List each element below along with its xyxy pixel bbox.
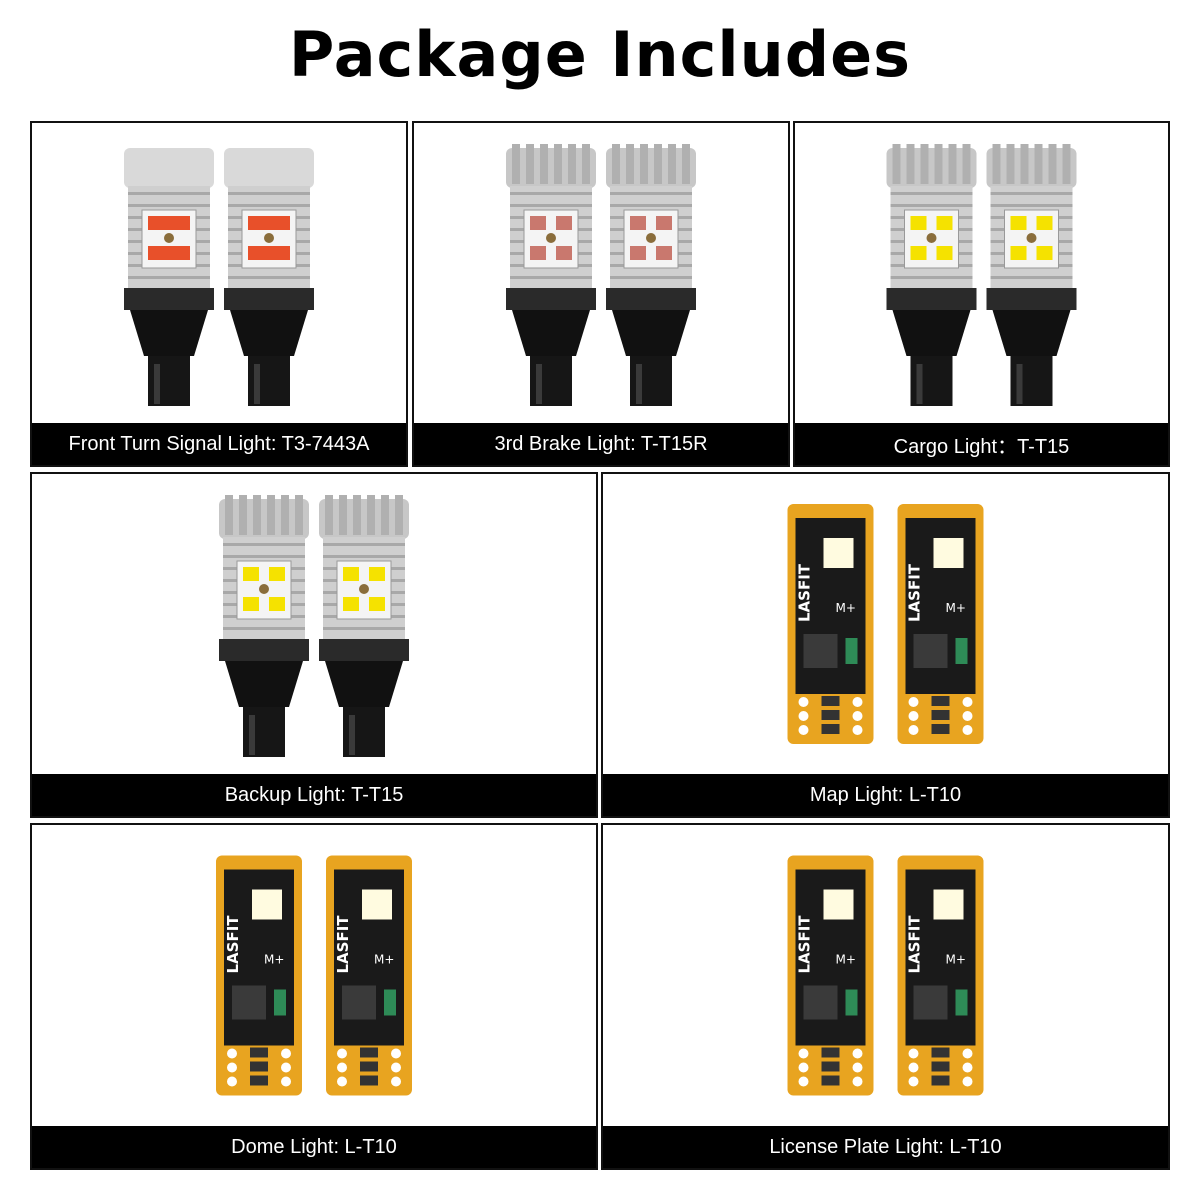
product-caption: Cargo Light：T-T15	[795, 423, 1168, 465]
wedge-bulb-icon	[414, 123, 788, 423]
page-title: Package Includes	[288, 18, 912, 91]
product-caption: License Plate Light: L-T10	[603, 1126, 1168, 1168]
wedge-bulb-icon	[795, 123, 1168, 423]
svg-text:M+: M+	[946, 601, 966, 615]
wedge-bulb-icon	[32, 123, 406, 423]
product-caption: Front Turn Signal Light: T3-7443A	[32, 423, 406, 465]
product-caption: Map Light: L-T10	[603, 774, 1168, 816]
svg-text:M+: M+	[836, 601, 856, 615]
product-card-backup-light: Backup Light: T-T15	[30, 472, 598, 818]
product-caption: Dome Light: L-T10	[32, 1126, 596, 1168]
svg-text:LASFIT: LASFIT	[906, 563, 924, 622]
product-card-license-plate-light: LASFIT M+ LASFIT M+ License Plate Light: L-…	[601, 823, 1170, 1170]
product-card-3rd-brake-light: 3rd Brake Light: T-T15R	[412, 121, 790, 467]
wedge-bulb-icon	[32, 474, 596, 774]
svg-text:M+: M+	[836, 953, 856, 967]
svg-text:M+: M+	[946, 953, 966, 967]
svg-text:M+: M+	[264, 953, 284, 967]
t10-bulb-icon: LASFIT M+ LASFIT M+	[603, 474, 1168, 774]
svg-text:LASFIT: LASFIT	[334, 915, 352, 974]
svg-text:LASFIT: LASFIT	[224, 915, 242, 974]
svg-text:LASFIT: LASFIT	[906, 915, 924, 974]
t10-bulb-icon: LASFIT M+ LASFIT M+	[603, 825, 1168, 1126]
svg-text:LASFIT: LASFIT	[796, 915, 814, 974]
product-card-cargo-light: Cargo Light：T-T15	[793, 121, 1170, 467]
product-caption: Backup Light: T-T15	[32, 774, 596, 816]
product-caption: 3rd Brake Light: T-T15R	[414, 423, 788, 465]
product-card-front-turn-signal: Front Turn Signal Light: T3-7443A	[30, 121, 408, 467]
t10-bulb-icon: LASFIT M+ LASFIT M+	[32, 825, 596, 1126]
svg-text:M+: M+	[374, 953, 394, 967]
product-card-dome-light: LASFIT M+ LASFIT M+ Dome Light: L-T10	[30, 823, 598, 1170]
svg-text:LASFIT: LASFIT	[796, 563, 814, 622]
product-card-map-light: LASFIT M+ LASFIT M+ Map Light: L-T10	[601, 472, 1170, 818]
